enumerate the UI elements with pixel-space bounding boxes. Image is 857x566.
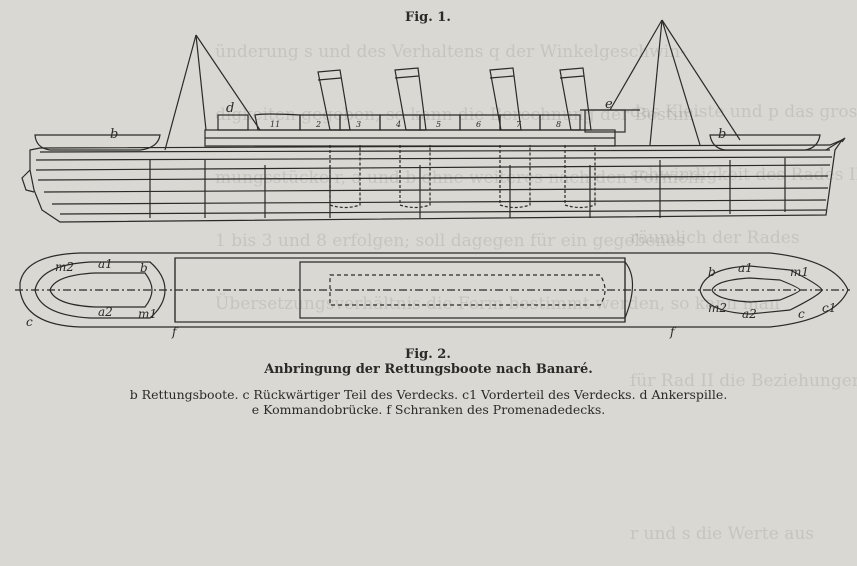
fig1-boat-number: 5 bbox=[436, 120, 441, 129]
fig2-letter-a1-left: a1 bbox=[98, 257, 113, 271]
fig2-letter-b-right: b bbox=[708, 265, 716, 279]
fig2-letter-f-left: f bbox=[171, 325, 179, 339]
ghost-line: r und s die Werte aus bbox=[630, 524, 815, 544]
ghost-line: räumlich der Rades bbox=[630, 228, 800, 248]
fig2-letter-c1-right: c1 bbox=[822, 301, 836, 315]
ship-diagrams: b d e b 11 2 3 4 5 6 7 8 m2 a1 b a2 m1 c… bbox=[15, 19, 850, 339]
fig1-boat-number: 2 bbox=[315, 120, 321, 129]
fig2-letter-c-left: c bbox=[26, 315, 33, 329]
fig2-letter-f-right: f bbox=[669, 325, 677, 339]
fig1-boat-number: 11 bbox=[270, 120, 280, 129]
ghost-line: 1 bis 3 und 8 erfolgen; soll dagegen für… bbox=[215, 231, 686, 251]
fig1-boat-number: 6 bbox=[476, 120, 481, 129]
fig2-letter-a2-left: a2 bbox=[98, 305, 113, 319]
ghost-line: für Rad II die Beziehungen bbox=[630, 371, 857, 391]
fig1-ship-side-view bbox=[21, 19, 846, 223]
fig2-ship-plan-view bbox=[15, 252, 850, 328]
fig2-letter-m2-left: m2 bbox=[55, 260, 74, 274]
fig2-right-boat-frame bbox=[699, 265, 823, 315]
legend-line-2: e Kommandobrücke. f Schranken des Promen… bbox=[251, 402, 606, 417]
ghost-line: das Kleiste und p das gros bbox=[630, 102, 857, 122]
fig1-letter-b-left: b bbox=[110, 127, 118, 142]
fig1-lifeboats bbox=[34, 113, 821, 151]
fig2-letter-m1-left: m1 bbox=[138, 307, 157, 321]
fig1-boat-number: 7 bbox=[516, 120, 522, 129]
ghost-line: ünderung s und des Verhaltens q der Wink… bbox=[215, 42, 686, 62]
caption-title: Anbringung der Rettungsboote nach Banaré… bbox=[264, 362, 593, 377]
figure-1-label: Fig. 1. bbox=[405, 10, 451, 25]
fig2-letter-a1-right: a1 bbox=[738, 261, 753, 275]
fig2-letter-m2-right: m2 bbox=[708, 301, 727, 315]
fig1-letter-b-right: b bbox=[718, 127, 726, 142]
figure-2-label: Fig. 2. bbox=[405, 347, 451, 362]
fig1-boat-number: 4 bbox=[395, 120, 401, 129]
fig2-letter-c-right: c bbox=[798, 307, 805, 321]
fig1-letter-e: e bbox=[605, 97, 613, 112]
ghost-line: Übersetzungsverhältnis die Form bestimmt… bbox=[215, 294, 780, 314]
fig2-left-boat-frame bbox=[34, 261, 166, 319]
fig1-uptakes bbox=[329, 145, 596, 209]
fig1-bulkheads bbox=[149, 158, 786, 218]
fig2-letter-m1-right: m1 bbox=[790, 265, 809, 279]
fig2-letter-a2-right: a2 bbox=[742, 307, 757, 321]
fig1-boat-number: 3 bbox=[356, 120, 361, 129]
legend-line-1: b Rettungsboote. c Rückwärtiger Teil des… bbox=[129, 387, 728, 402]
fig1-masts bbox=[164, 19, 741, 151]
fig1-boat-number: 8 bbox=[556, 120, 561, 129]
fig1-anchor-windlass bbox=[217, 114, 249, 131]
fig2-letter-b-left: b bbox=[140, 261, 148, 275]
fig1-letter-d: d bbox=[226, 101, 234, 116]
